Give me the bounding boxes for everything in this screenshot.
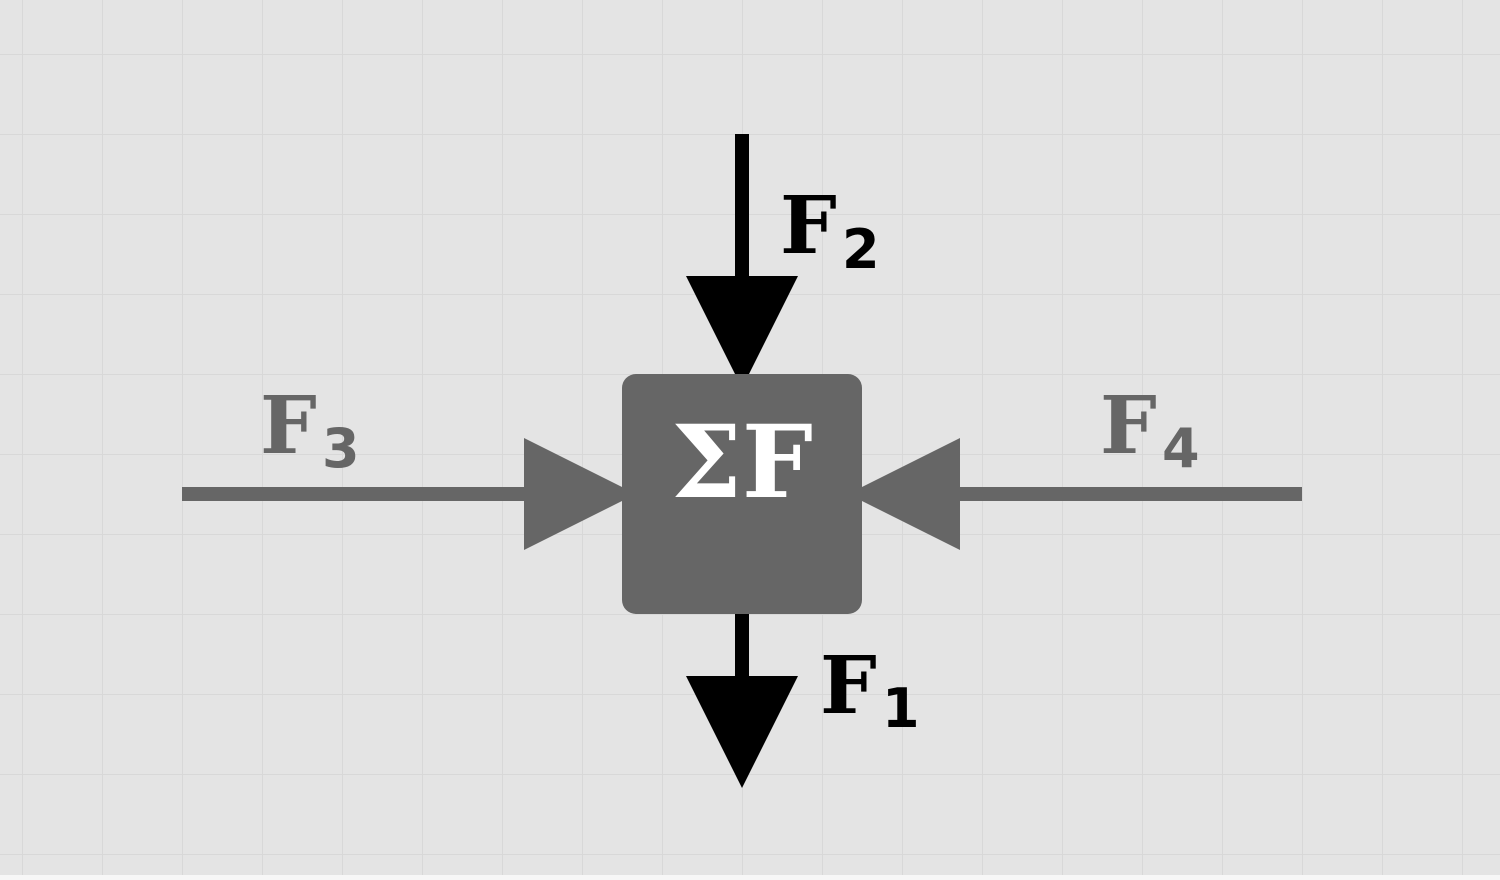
force-f1-arrowhead [686, 676, 798, 788]
force-arrow-f3 [182, 438, 636, 550]
force-arrow-f1 [686, 610, 798, 788]
force-arrow-f4 [848, 438, 1302, 550]
force-arrow-f2 [686, 134, 798, 388]
bottom-strip [0, 875, 1500, 880]
force-f3-arrowhead [524, 438, 636, 550]
force-f2-symbol: F [780, 178, 837, 272]
force-f1-subscript: 1 [882, 677, 920, 740]
force-f2-arrowhead [686, 276, 798, 388]
force-label-f4: F 4 [1100, 378, 1200, 480]
force-f4-arrowhead [848, 438, 960, 550]
force-f3-symbol: F [260, 378, 317, 472]
force-f4-subscript: 4 [1162, 417, 1200, 480]
force-f3-subscript: 3 [322, 417, 360, 480]
force-label-f2: F 2 [780, 178, 880, 281]
force-label-f3: F 3 [260, 378, 360, 480]
force-f1-symbol: F [820, 638, 877, 732]
net-force-label: ΣF [671, 403, 813, 521]
force-f2-subscript: 2 [842, 218, 880, 281]
force-f4-symbol: F [1100, 378, 1157, 472]
body-box [622, 374, 862, 614]
force-f4-shaft [956, 487, 1302, 501]
force-f1-shaft [735, 610, 749, 680]
force-f2-shaft [735, 134, 749, 280]
force-f3-shaft [182, 487, 528, 501]
force-label-f1: F 1 [820, 638, 920, 740]
